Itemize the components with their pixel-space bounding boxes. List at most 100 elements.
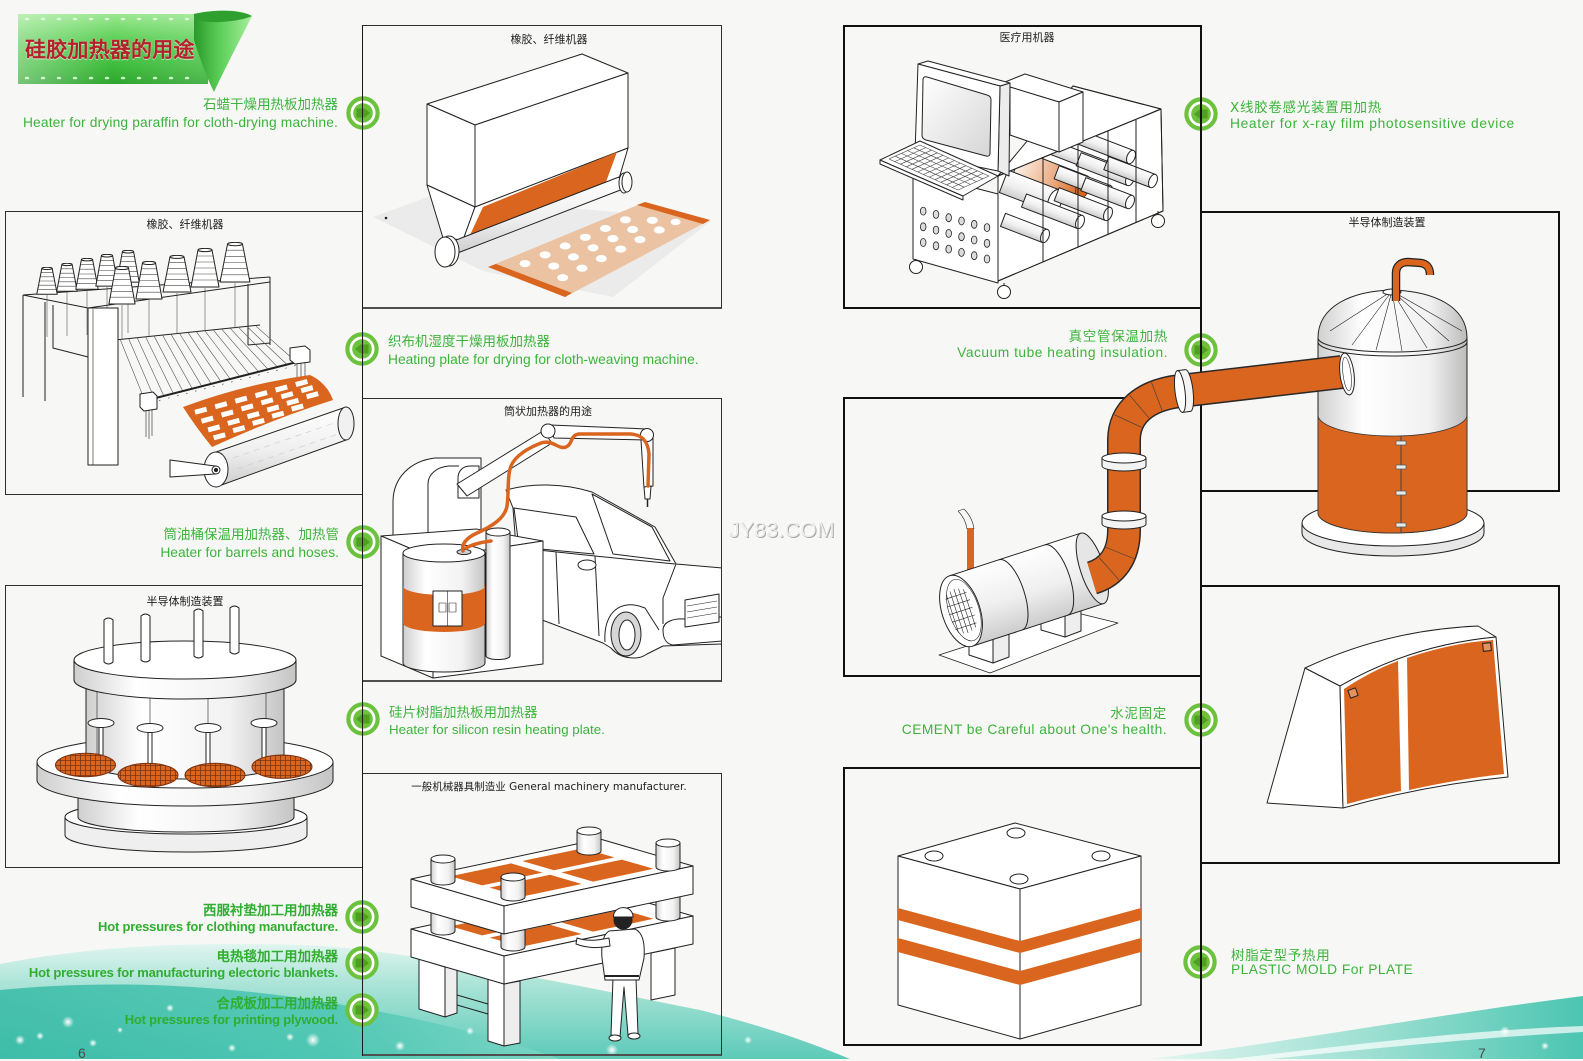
tank-base	[1301, 499, 1485, 557]
xray-head	[999, 73, 1084, 153]
label-paraffin-dryer-heater: 石蜡干燥用热板加热器 Heater for drying paraffin fo…	[23, 96, 338, 132]
panel-semiconductor-right: 半导体制造装置	[1201, 211, 1560, 492]
hot-press-illustration	[410, 826, 694, 1047]
panel-cement-curved	[1201, 585, 1560, 864]
mold-heater-layers	[898, 908, 1141, 985]
mold-guide-holes	[924, 827, 1111, 885]
curved-panel-illustration	[1266, 625, 1509, 809]
support-pole	[485, 527, 511, 660]
ribbon-shine	[18, 14, 208, 84]
label-en-text: Hot pressures for clothing manufacture.	[98, 918, 338, 934]
panel-heater-right	[1407, 640, 1504, 790]
label-en-text: PLASTIC MOLD For PLATE	[1231, 962, 1414, 977]
panel-rubber-fiber-top: 橡胶、纤维机器	[363, 25, 722, 309]
feed-roller	[434, 171, 633, 268]
hopper	[426, 53, 629, 241]
panel-heater-left	[1344, 661, 1401, 804]
label-plastic-mold-heater: 树脂定型予热用 PLASTIC MOLD For PLATE	[1231, 949, 1413, 977]
panel-title: 半导体制造装置	[1348, 215, 1426, 229]
panel-general-machinery: 一般机械器具制造业 General machinery manufacturer…	[363, 773, 722, 1056]
compartment-frame	[997, 85, 1164, 282]
ribbon-curl	[194, 10, 252, 92]
label-zh-text: 水泥固定	[1110, 706, 1167, 722]
wave-right	[1150, 996, 1583, 1059]
electrode-rods	[103, 605, 240, 665]
label-xray-film-heater: X线胶卷感光装置用加热 Heater for x-ray film photos…	[1230, 100, 1515, 132]
label-en-text: Heater for drying paraffin for cloth-dry…	[22, 115, 338, 130]
mat-slots	[194, 379, 319, 441]
label-zh-text: 筒油桶保温用加热器、加热管	[163, 526, 340, 543]
ribbon-curl-opening	[194, 10, 252, 23]
panel-title: 橡胶、纤维机器	[510, 32, 588, 46]
page-title: 硅胶加热器的用途	[25, 37, 195, 62]
upper-platen	[410, 838, 694, 935]
title-ribbon	[18, 10, 252, 92]
label-zh-text: 硅片树脂加热板用加热器	[389, 705, 538, 721]
monitor	[914, 60, 1011, 177]
label-blanket-press-heater: 电热毯加工用加热器 Hot pressures for manufacturin…	[29, 949, 338, 980]
panel-title: 医疗用机器	[999, 30, 1055, 44]
top-lid	[73, 640, 297, 700]
panel-medical-machine: 医疗用机器	[843, 25, 1202, 309]
heated-hose	[460, 432, 651, 553]
watermark: JY83.COM	[729, 519, 835, 542]
label-vacuum-tube-heater: 真空管保温加热 Vacuum tube heating insulation.	[957, 328, 1168, 360]
hopper-heater-panel	[470, 152, 617, 235]
label-weaving-dryer-heater: 织布机湿度干燥用板加热器 Heating plate for drying fo…	[388, 334, 699, 368]
panel-plastic-mold	[843, 767, 1202, 1046]
heated-hose-branch	[464, 539, 493, 550]
arrow-right-circle-icon	[346, 525, 380, 559]
label-en-text: Heater for x-ray film photosensitive dev…	[1230, 116, 1515, 131]
panel-rubber-fiber-left: 橡胶、纤维机器	[5, 211, 363, 495]
exhaust-stub	[957, 508, 975, 574]
bobbin	[190, 248, 220, 288]
panel-vacuum-tube	[843, 397, 1202, 677]
bobbin	[36, 267, 58, 295]
panel-title: 一般机械器具制造业 General machinery manufacturer…	[411, 780, 687, 793]
label-plywood-press-heater: 合成板加工用加热器 Hot pressures for printing ply…	[125, 995, 339, 1027]
column-divider-right	[1200, 25, 1202, 1046]
fan-grille	[945, 588, 977, 634]
arrow-right-circle-icon	[346, 96, 380, 130]
lift-pins	[87, 718, 278, 773]
label-clothing-press-heater: 西服衬垫加工用加热器 Hot pressures for clothing ma…	[98, 902, 338, 934]
wafer-heater-pads	[55, 752, 313, 788]
front-frame-leg	[87, 307, 119, 466]
bobbin	[75, 258, 99, 290]
heated-barrel	[402, 543, 486, 673]
barrel-hose-heater-illustration	[380, 423, 721, 679]
panel-corner-terminal	[1482, 642, 1492, 652]
label-zh-text: 树脂定型予热用	[1231, 948, 1331, 964]
perforated-heater-sheet	[488, 202, 710, 297]
mold-right-face	[1019, 855, 1142, 1040]
bobbin	[219, 242, 251, 283]
panel-left-edge	[1266, 667, 1344, 809]
panel-corner-terminal	[1347, 687, 1359, 699]
creel-machine-illustration	[22, 242, 355, 488]
sheet-holes	[519, 216, 681, 282]
label-zh-text: X线胶卷感光装置用加热	[1230, 100, 1382, 116]
label-en-text: Heater for barrels and hoses.	[160, 544, 339, 560]
monitor-screen	[921, 76, 992, 157]
label-en-text: CEMENT be Careful about One's health.	[901, 722, 1167, 737]
panel-tubular-heater: 筒状加热器的用途	[363, 398, 722, 682]
panel-title: 筒状加热器的用途	[504, 404, 592, 418]
label-en-text: Vacuum tube heating insulation.	[957, 344, 1168, 360]
vacuum-blower-illustration	[938, 508, 1119, 674]
ribbon-perforations	[24, 17, 190, 80]
label-zh-text: 西服衬垫加工用加热器	[203, 902, 338, 919]
medical-machine-illustration	[879, 60, 1165, 299]
label-zh-text: 真空管保温加热	[1068, 328, 1168, 345]
car-grille	[684, 593, 720, 628]
panel-title: 橡胶、纤维机器	[146, 217, 224, 231]
guide-posts-upper	[430, 826, 681, 902]
label-zh-text: 合成板加工用加热器	[216, 995, 339, 1012]
hopper-dryer-illustration	[373, 53, 711, 297]
label-en-text: Heating plate for drying for cloth-weavi…	[388, 351, 699, 367]
spray-booth	[392, 457, 482, 536]
keyboard	[879, 140, 999, 201]
label-silicon-resin-heater: 硅片树脂加热板用加热器 Heater for silicon resin hea…	[389, 705, 605, 737]
take-up-roller	[169, 406, 355, 488]
bobbin	[162, 255, 192, 293]
panel-semiconductor-left: 半导体制造装置	[5, 585, 363, 868]
